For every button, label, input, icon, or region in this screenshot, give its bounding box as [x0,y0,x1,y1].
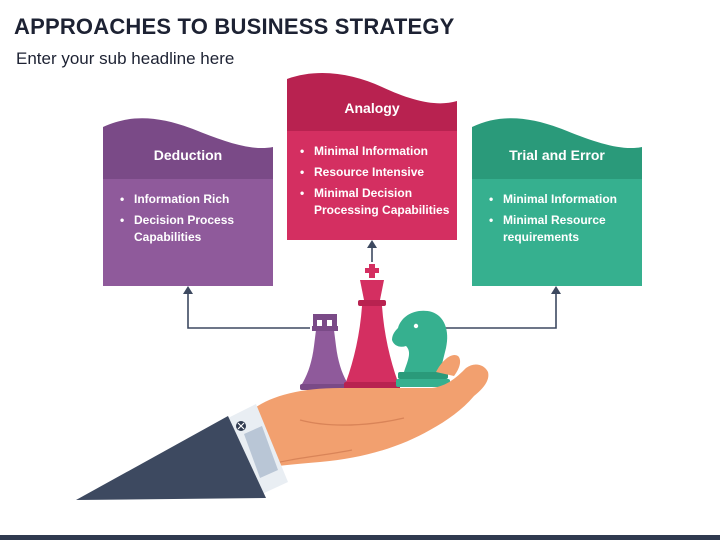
connector-right-arrow [438,292,557,329]
card-analogy-title: Analogy [344,100,400,116]
card-trial-and-error-bullets: Minimal Information Minimal Resource req… [489,191,637,250]
card-deduction-bullets: Information Rich Decision Process Capabi… [120,191,268,250]
page-title: APPROACHES TO BUSINESS STRATEGY [14,14,455,39]
arrow-heads [183,240,561,294]
card-analogy: Analogy Minimal Information Resource Int… [287,73,457,240]
arrow-head-mid-icon [367,240,377,248]
bottom-bar [0,535,720,540]
card-analogy-bullets: Minimal Information Resource Intensive M… [300,143,452,223]
connector-left-arrow [187,292,310,329]
card-trial-and-error-title: Trial and Error [509,147,605,163]
page-subtitle: Enter your sub headline here [16,49,235,68]
card-deduction: Deduction Information Rich Decision Proc… [103,117,273,286]
knight-icon [392,310,450,387]
bullet-item: Minimal Resource requirements [489,212,637,246]
connector-lines [187,246,557,329]
card-deduction-title: Deduction [153,147,223,163]
bullet-item: Minimal Information [300,143,452,160]
king-icon [344,264,400,390]
arrow-head-right-icon [551,286,561,294]
card-trial-and-error: Trial and Error Minimal Information Mini… [472,117,642,286]
rook-icon [300,314,350,390]
bullet-item: Minimal Decision Processing Capabilities [300,185,452,219]
sleeve-icon [76,404,288,500]
hand-icon [252,354,489,468]
arrow-head-left-icon [183,286,193,294]
bullet-item: Resource Intensive [300,164,452,181]
bullet-item: Minimal Information [489,191,637,208]
bullet-item: Information Rich [120,191,268,208]
bullet-item: Decision Process Capabilities [120,212,268,246]
